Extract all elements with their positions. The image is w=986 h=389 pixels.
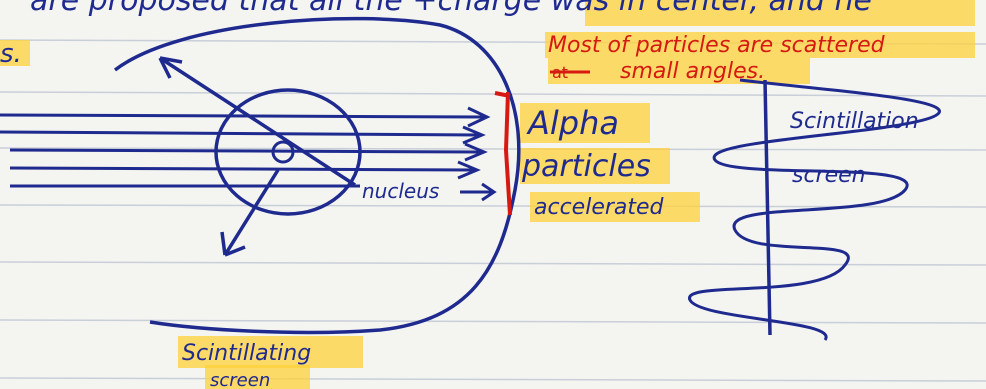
nucleus-dot	[271, 140, 295, 164]
highlight-top-line	[585, 0, 975, 26]
scintillating-screen-curve	[113, 16, 521, 335]
red-note-line1: Most of particles are scattered	[548, 33, 886, 58]
deflection-arrows	[158, 56, 356, 257]
alpha-label-line1: Alpha	[526, 104, 619, 142]
alpha-label-line3: accelerated	[534, 195, 665, 220]
red-target-marker	[503, 91, 512, 216]
left-fragment-text: s.	[0, 39, 22, 69]
atom-circle	[214, 88, 362, 216]
nucleus-label: nucleus	[362, 179, 439, 203]
top-line-text: are proposed that all the +charge was in…	[30, 0, 872, 18]
highlight-screen-bottom	[205, 365, 310, 389]
left-screen-label-line2: screen	[210, 370, 270, 389]
highlight-accelerated	[530, 192, 700, 222]
right-screen-line	[763, 79, 772, 336]
alpha-beam-lines	[0, 106, 491, 188]
struck-words: are at	[550, 63, 590, 82]
right-screen-label-line2: screen	[792, 163, 866, 188]
highlight-alpha	[520, 103, 650, 143]
right-screen-label-line1: Scintillation	[790, 109, 919, 134]
right-screen-zigzag	[688, 78, 941, 341]
highlight-left-fragment	[0, 40, 30, 66]
highlight-red-note-2	[548, 58, 810, 84]
highlight-scintillating	[178, 336, 363, 368]
highlight-red-note-1	[545, 32, 975, 58]
left-screen-label-line1: Scintillating	[182, 341, 311, 366]
highlight-particles	[520, 148, 670, 184]
alpha-label-line2: particles	[521, 149, 651, 184]
nucleus-arrow	[460, 182, 497, 202]
